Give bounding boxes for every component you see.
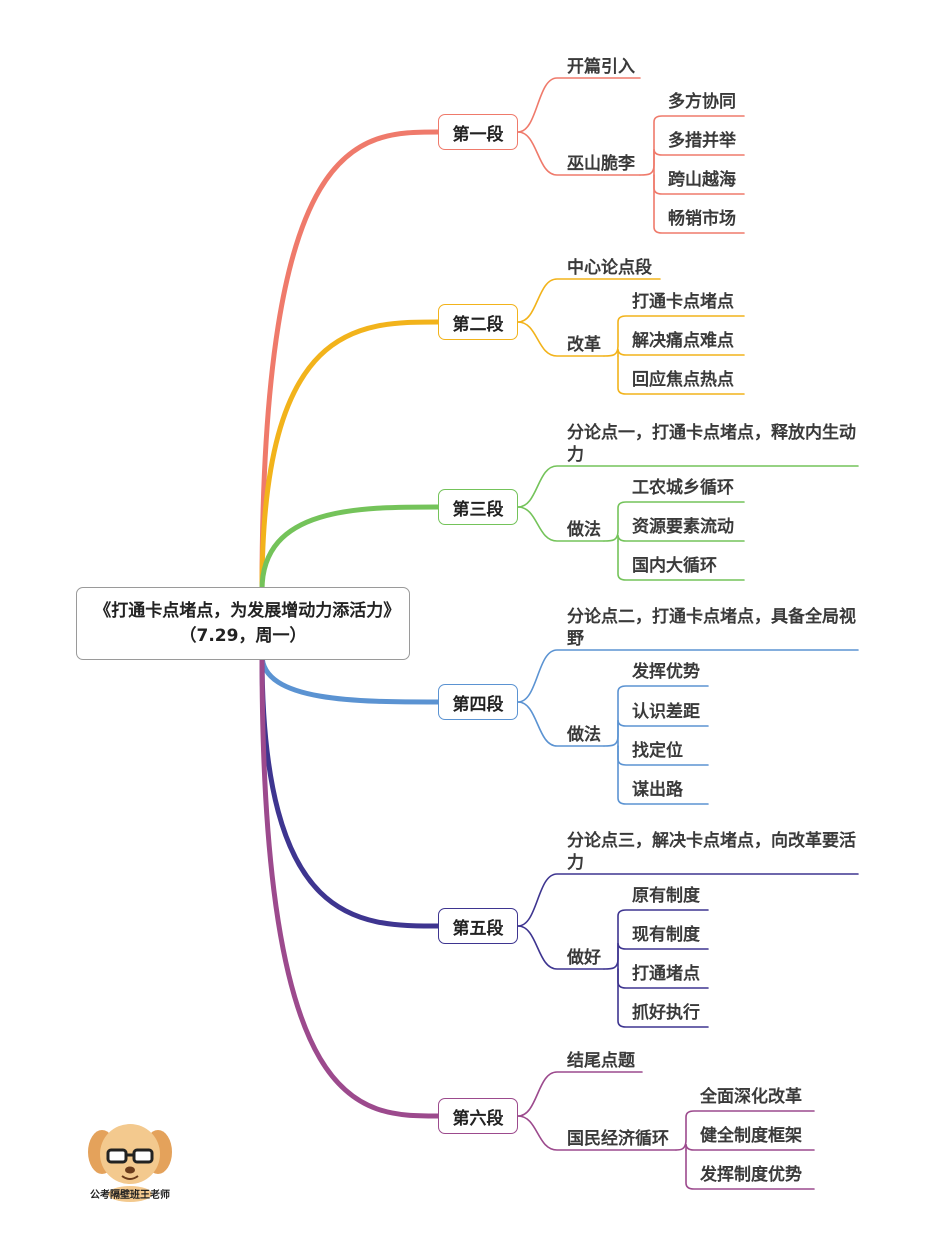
topic-4-2[interactable]: 做法: [567, 725, 601, 745]
topic-6-1[interactable]: 结尾点题: [567, 1051, 635, 1071]
topic-3-2[interactable]: 做法: [567, 520, 601, 540]
branch-connector-5: [259, 652, 441, 929]
branch-connector-2: [259, 319, 441, 593]
subtopic-1-2[interactable]: 多措并举: [668, 131, 736, 151]
subtopic-5-4[interactable]: 抓好执行: [632, 1003, 700, 1023]
root-title: 《打通卡点堵点，为发展增动力添活力》（7.29，周一）: [94, 600, 392, 646]
subtopic-4-3[interactable]: 找定位: [632, 741, 683, 761]
branch-node-3[interactable]: 第三段: [438, 489, 518, 525]
branch-node-5[interactable]: 第五段: [438, 908, 518, 944]
subtopic-4-1[interactable]: 发挥优势: [632, 662, 700, 682]
branch-label: 第五段: [452, 918, 504, 939]
branch-node-2[interactable]: 第二段: [438, 304, 518, 340]
topic-1-1[interactable]: 开篇引入: [567, 57, 635, 77]
subtopic-6-3[interactable]: 发挥制度优势: [700, 1165, 802, 1185]
branch-label: 第三段: [452, 499, 504, 520]
topic-5-2[interactable]: 做好: [567, 948, 601, 968]
branch-connector-6: [259, 652, 441, 1119]
subtopic-6-1[interactable]: 全面深化改革: [700, 1087, 802, 1107]
branch-label: 第二段: [452, 314, 504, 335]
topic-5-1[interactable]: 分论点三，解决卡点堵点，向改革要活力: [567, 831, 856, 873]
watermark-text: 公考隔壁班王老师: [90, 1190, 170, 1201]
branch-label: 第六段: [452, 1108, 504, 1129]
subtopic-5-3[interactable]: 打通堵点: [632, 964, 700, 984]
branch-label: 第四段: [452, 694, 504, 715]
subtopic-3-3[interactable]: 国内大循环: [632, 556, 717, 576]
subtopic-3-2[interactable]: 资源要素流动: [632, 517, 734, 537]
subtopic-1-1[interactable]: 多方协同: [668, 92, 736, 112]
branch-node-4[interactable]: 第四段: [438, 684, 518, 720]
subtopic-1-4[interactable]: 畅销市场: [668, 209, 736, 229]
topic-4-1[interactable]: 分论点二，打通卡点堵点，具备全局视野: [567, 607, 856, 649]
subtopic-4-4[interactable]: 谋出路: [632, 780, 683, 800]
subtopic-5-1[interactable]: 原有制度: [632, 886, 700, 906]
root-topic[interactable]: 《打通卡点堵点，为发展增动力添活力》（7.29，周一）: [76, 587, 410, 660]
branch-connector-3: [259, 504, 441, 593]
topic-3-1[interactable]: 分论点一，打通卡点堵点，释放内生动力: [567, 423, 856, 465]
subtopic-4-2[interactable]: 认识差距: [632, 702, 700, 722]
topic-6-2[interactable]: 国民经济循环: [567, 1129, 669, 1149]
subtopic-2-2[interactable]: 解决痛点难点: [632, 331, 734, 351]
subtopic-5-2[interactable]: 现有制度: [632, 925, 700, 945]
branch-connector-4: [259, 652, 441, 705]
branch-node-6[interactable]: 第六段: [438, 1098, 518, 1134]
topic-2-1[interactable]: 中心论点段: [567, 258, 652, 278]
branch-node-1[interactable]: 第一段: [438, 114, 518, 150]
topic-1-2[interactable]: 巫山脆李: [567, 154, 635, 174]
subtopic-6-2[interactable]: 健全制度框架: [700, 1126, 802, 1146]
subtopic-3-1[interactable]: 工农城乡循环: [632, 478, 734, 498]
branch-label: 第一段: [452, 124, 504, 145]
branch-connector-1: [259, 129, 441, 593]
subtopic-2-1[interactable]: 打通卡点堵点: [632, 292, 734, 312]
subtopic-1-3[interactable]: 跨山越海: [668, 170, 736, 190]
topic-2-2[interactable]: 改革: [567, 335, 601, 355]
subtopic-2-3[interactable]: 回应焦点热点: [632, 370, 734, 390]
dog-mascot-icon: [88, 1124, 172, 1202]
